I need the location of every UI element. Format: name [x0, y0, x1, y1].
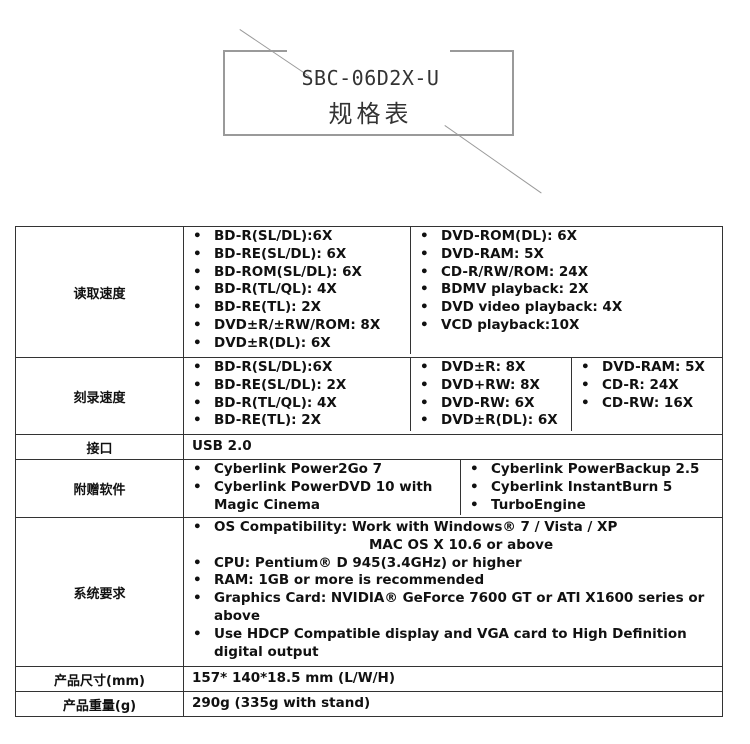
list-item: BD-R(SL/DL):6X	[184, 359, 410, 377]
list-item: OS Compatibility: Work with Windows® 7 /…	[184, 519, 722, 555]
row-label: 刻录速度	[15, 357, 184, 435]
row-label: 读取速度	[15, 226, 184, 358]
list-item: BDMV playback: 2X	[411, 281, 722, 299]
list-item: BD-ROM(SL/DL): 6X	[184, 264, 410, 282]
list-item: BD-RE(TL): 2X	[184, 412, 410, 430]
size-value: 157* 140*18.5 mm (L/W/H)	[192, 670, 396, 686]
list-item: Cyberlink InstantBurn 5	[461, 479, 722, 497]
list-item: DVD+RW: 8X	[411, 377, 571, 395]
os-compat-line1: OS Compatibility: Work with Windows® 7 /…	[214, 519, 618, 535]
list-item: BD-RE(SL/DL): 2X	[184, 377, 410, 395]
title-frame	[223, 50, 514, 136]
list-item: BD-RE(SL/DL): 6X	[184, 246, 410, 264]
list-item: CD-R: 24X	[572, 377, 722, 395]
system-values: OS Compatibility: Work with Windows® 7 /…	[183, 517, 723, 667]
row-label: 接口	[15, 434, 184, 460]
list-item: DVD±R(DL): 6X	[184, 335, 410, 353]
list-item: DVD-ROM(DL): 6X	[411, 228, 722, 246]
list-item: Graphics Card: NVIDIA® GeForce 7600 GT o…	[184, 590, 722, 626]
list-item: CPU: Pentium® D 945(3.4GHz) or higher	[184, 555, 722, 573]
software-list-1: Cyberlink Power2Go 7Cyberlink PowerDVD 1…	[184, 461, 460, 514]
read-speed-list-2: DVD-ROM(DL): 6XDVD-RAM: 5XCD-R/RW/ROM: 2…	[411, 228, 722, 335]
page-subtitle: 规格表	[328, 100, 413, 128]
software-list-2: Cyberlink PowerBackup 2.5Cyberlink Insta…	[461, 461, 722, 514]
os-compat-line2: MAC OS X 10.6 or above	[369, 536, 554, 553]
list-item: Cyberlink PowerDVD 10 with Magic Cinema	[184, 479, 460, 515]
list-item: TurboEngine	[461, 497, 722, 515]
list-item: BD-RE(TL): 2X	[184, 299, 410, 317]
write-speed-list-3: DVD-RAM: 5XCD-R: 24XCD-RW: 16X	[572, 359, 722, 412]
list-item: Use HDCP Compatible display and VGA card…	[184, 626, 722, 662]
row-weight: 产品重量(g) 290g (335g with stand)	[15, 691, 723, 717]
row-read-speed: 读取速度 BD-R(SL/DL):6XBD-RE(SL/DL): 6XBD-RO…	[15, 226, 723, 358]
list-item: VCD playback:10X	[411, 317, 722, 335]
model-title: SBC-06D2X-U	[301, 66, 440, 90]
system-list: OS Compatibility: Work with Windows® 7 /…	[184, 519, 722, 661]
software-values: Cyberlink Power2Go 7Cyberlink PowerDVD 1…	[183, 459, 723, 518]
write-speed-list-1: BD-R(SL/DL):6XBD-RE(SL/DL): 2XBD-R(TL/QL…	[184, 359, 410, 430]
spec-table: 读取速度 BD-R(SL/DL):6XBD-RE(SL/DL): 6XBD-RO…	[15, 226, 723, 717]
write-speed-values: BD-R(SL/DL):6XBD-RE(SL/DL): 2XBD-R(TL/QL…	[183, 357, 723, 435]
weight-value: 290g (335g with stand)	[192, 695, 371, 711]
row-size: 产品尺寸(mm) 157* 140*18.5 mm (L/W/H)	[15, 666, 723, 692]
list-item: BD-R(SL/DL):6X	[184, 228, 410, 246]
list-item: DVD±R(DL): 6X	[411, 412, 571, 430]
list-item: DVD±R/±RW/ROM: 8X	[184, 317, 410, 335]
row-interface: 接口 USB 2.0	[15, 434, 723, 460]
list-item: DVD-RW: 6X	[411, 395, 571, 413]
list-item: CD-R/RW/ROM: 24X	[411, 264, 722, 282]
list-item: Cyberlink Power2Go 7	[184, 461, 460, 479]
list-item: Cyberlink PowerBackup 2.5	[461, 461, 722, 479]
list-item: BD-R(TL/QL): 4X	[184, 281, 410, 299]
interface-value: USB 2.0	[192, 438, 252, 454]
list-item: DVD video playback: 4X	[411, 299, 722, 317]
write-speed-list-2: DVD±R: 8XDVD+RW: 8XDVD-RW: 6XDVD±R(DL): …	[411, 359, 571, 430]
row-label: 系统要求	[15, 517, 184, 667]
read-speed-values: BD-R(SL/DL):6XBD-RE(SL/DL): 6XBD-ROM(SL/…	[183, 226, 723, 358]
list-item: DVD±R: 8X	[411, 359, 571, 377]
list-item: RAM: 1GB or more is recommended	[184, 572, 722, 590]
row-label: 产品尺寸(mm)	[15, 666, 184, 692]
row-write-speed: 刻录速度 BD-R(SL/DL):6XBD-RE(SL/DL): 2XBD-R(…	[15, 357, 723, 435]
row-label: 产品重量(g)	[15, 691, 184, 717]
list-item: DVD-RAM: 5X	[411, 246, 722, 264]
row-system: 系统要求 OS Compatibility: Work with Windows…	[15, 517, 723, 667]
list-item: BD-R(TL/QL): 4X	[184, 395, 410, 413]
list-item: CD-RW: 16X	[572, 395, 722, 413]
read-speed-list-1: BD-R(SL/DL):6XBD-RE(SL/DL): 6XBD-ROM(SL/…	[184, 228, 410, 353]
row-label: 附赠软件	[15, 459, 184, 518]
row-software: 附赠软件 Cyberlink Power2Go 7Cyberlink Power…	[15, 459, 723, 518]
list-item: DVD-RAM: 5X	[572, 359, 722, 377]
